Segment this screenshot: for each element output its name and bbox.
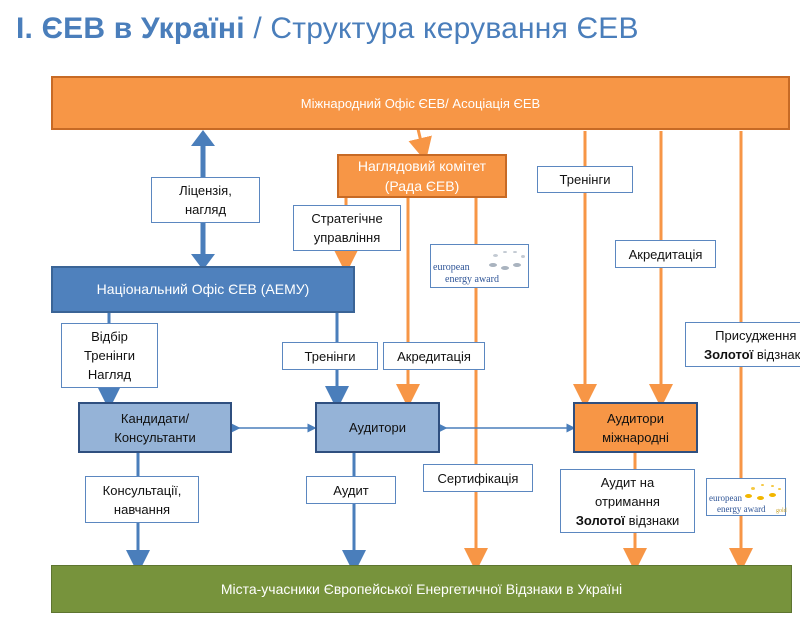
international-office-label: Міжнародний Офіс ЄЕВ/ Асоціація ЄЕВ <box>300 95 541 111</box>
consulting-line2: навчання <box>113 501 171 517</box>
gold-audit-label-box: Аудит на отримання Золотої відзнаки <box>560 469 695 533</box>
gold-audit-rest: відзнаки <box>624 512 680 528</box>
accreditation-mid-text: Акредитація <box>397 348 471 364</box>
accreditation-top-label-box: Акредитація <box>615 240 716 268</box>
gold-award-line1: Присудження <box>715 327 797 343</box>
auditors-label: Аудитори <box>349 420 406 435</box>
intl-to-committee-arrow <box>408 128 432 162</box>
selection-line2: Тренінги <box>84 348 135 363</box>
logo2-year: gold <box>776 508 787 514</box>
certification-label-box: Сертифікація <box>423 464 533 492</box>
selection-line1: Відбір <box>91 329 128 344</box>
gold-award-rest: відзнаки <box>756 346 800 362</box>
supervisory-committee-node: Наглядовий комітет (Рада ЄЕВ) <box>337 154 507 198</box>
consulting-label-box: Консультації, навчання <box>85 476 199 523</box>
page-title: I. ЄЕВ в Україні / Структура керування Є… <box>16 12 639 46</box>
accreditation-mid-label-box: Акредитація <box>383 342 485 370</box>
logo2-word1: european <box>709 493 742 503</box>
license-line2: нагляд <box>184 202 227 217</box>
license-label-box: Ліцензія, нагляд <box>151 177 260 223</box>
gold-audit-line2: отримання <box>595 493 660 509</box>
intl-auditors-node: Аудитори міжнародні <box>573 402 698 453</box>
european-energy-award-gold-logo: european energy award gold <box>706 478 787 516</box>
committee-label-line2: (Рада ЄЕВ) <box>384 178 460 194</box>
committee-label-line1: Наглядовий комітет <box>357 158 487 174</box>
title-bold: I. ЄЕВ в Україні <box>16 12 245 45</box>
gold-audit-bold: Золотої <box>575 512 625 528</box>
consulting-line1: Консультації, <box>102 482 182 498</box>
cities-label: Міста-учасники Європейської Енергетичної… <box>220 580 623 597</box>
title-separator: / <box>244 12 271 45</box>
logo2-word2: energy award <box>717 504 766 514</box>
selection-label-box: Відбір Тренінги Нагляд <box>61 323 158 388</box>
european-energy-award-logo: european energy award <box>430 244 529 288</box>
strategic-line2: управління <box>313 230 381 245</box>
title-regular: Структура керування ЄЕВ <box>270 12 639 45</box>
trainings-top-text: Тренінги <box>559 172 611 187</box>
candidates-node: Кандидати/ Консультанти <box>78 402 232 453</box>
audit-label-box: Аудит <box>306 476 396 504</box>
cities-node: Міста-учасники Європейської Енергетичної… <box>51 565 792 613</box>
national-office-node: Національний Офіс ЄЕВ (АЕМУ) <box>51 266 355 313</box>
audit-text: Аудит <box>333 482 369 498</box>
accreditation-top-text: Акредитація <box>628 246 703 262</box>
logo1-word2: energy award <box>445 274 499 285</box>
trainings-mid-text: Тренінги <box>304 348 356 364</box>
auditors-node: Аудитори <box>315 402 440 453</box>
international-office-node: Міжнародний Офіс ЄЕВ/ Асоціація ЄЕВ <box>51 76 790 130</box>
candidates-label-line1: Кандидати/ <box>120 410 190 426</box>
intl-auditors-label-line2: міжнародні <box>602 429 669 445</box>
gold-audit-line1: Аудит на <box>600 474 655 490</box>
candidates-label-line2: Консультанти <box>114 429 196 445</box>
strategic-label-box: Стратегічне управління <box>293 205 401 251</box>
gold-award-bold: Золотої <box>704 346 754 362</box>
strategic-line1: Стратегічне <box>311 211 383 226</box>
intl-auditors-label-line1: Аудитори <box>607 410 664 426</box>
trainings-mid-label-box: Тренінги <box>282 342 378 370</box>
license-line1: Ліцензія, <box>179 183 232 198</box>
gold-award-label-box: Присудження Золотої відзнаки <box>685 322 800 367</box>
trainings-top-label-box: Тренінги <box>537 166 633 193</box>
certification-text: Сертифікація <box>437 470 519 486</box>
selection-line3: Нагляд <box>87 367 132 382</box>
national-office-label: Національний Офіс ЄЕВ (АЕМУ) <box>96 281 310 297</box>
logo1-word1: european <box>433 262 470 273</box>
